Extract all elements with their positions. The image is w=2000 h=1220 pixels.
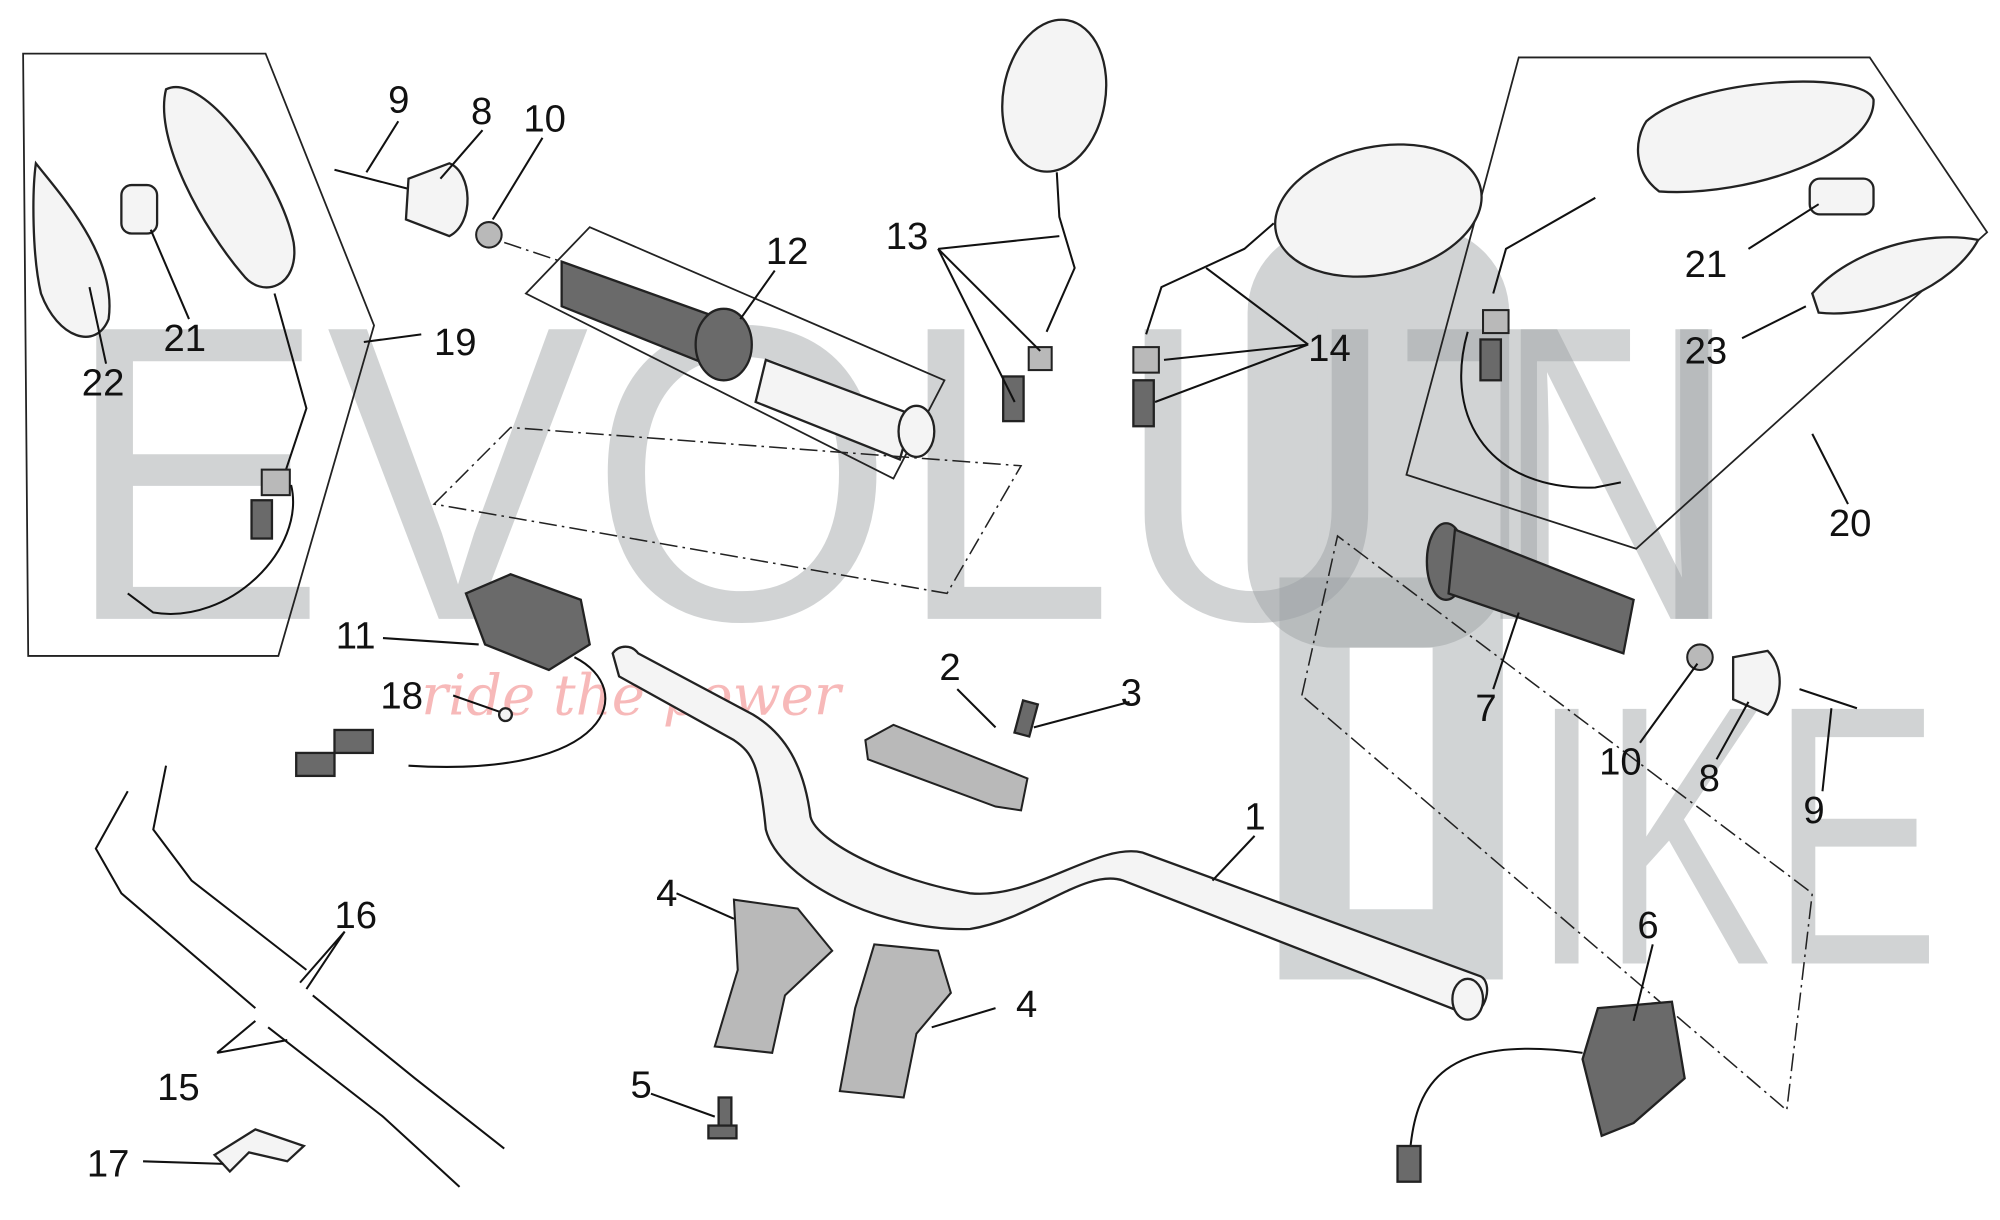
callout-2: 2 — [939, 646, 960, 689]
throttle-grip-kit — [432, 226, 1023, 595]
callout-10: 10 — [523, 97, 566, 140]
callout-3: 3 — [1121, 672, 1142, 715]
callout-8: 8 — [1699, 757, 1720, 800]
callout-14: 14 — [1308, 327, 1351, 370]
callout-23: 23 — [1685, 330, 1728, 373]
left-switch — [295, 573, 607, 778]
callout-1: 1 — [1244, 795, 1265, 838]
callout-8: 8 — [471, 90, 492, 133]
callout-4: 4 — [656, 872, 677, 915]
callout-15: 15 — [157, 1066, 200, 1109]
callout-13: 13 — [886, 215, 929, 258]
callout-21: 21 — [1685, 243, 1728, 286]
callout-9: 9 — [388, 78, 409, 121]
callout-22: 22 — [82, 362, 125, 405]
handlebar — [611, 645, 1489, 1021]
svg-text:EVOLUTI: EVOLUTI — [64, 239, 1749, 709]
right-grip — [1300, 522, 1858, 1112]
mirror-14 — [1132, 143, 1483, 428]
callout-7: 7 — [1475, 687, 1496, 730]
callout-11: 11 — [336, 614, 376, 657]
callout-10: 10 — [1599, 741, 1642, 784]
upper-clamp — [864, 699, 1040, 812]
callout-19: 19 — [434, 321, 477, 364]
callout-16: 16 — [334, 894, 377, 937]
left-bar-end — [334, 162, 562, 263]
throttle-cables — [94, 765, 505, 1188]
callout-17: 17 — [87, 1143, 130, 1186]
callout-21: 21 — [163, 317, 206, 360]
callout-18: 18 — [380, 674, 423, 717]
callout-12: 12 — [766, 230, 809, 273]
callouts: 9 8 10 12 13 14 21 22 19 21 23 20 11 18 … — [82, 78, 1872, 1185]
callout-4: 4 — [1016, 983, 1037, 1026]
risers — [707, 898, 953, 1140]
callout-20: 20 — [1829, 502, 1872, 545]
callout-5: 5 — [631, 1063, 652, 1106]
right-mirror-kit — [1405, 56, 1989, 550]
leader-lines — [88, 120, 1849, 1165]
callout-6: 6 — [1637, 904, 1658, 947]
right-switch — [1396, 1000, 1686, 1183]
callout-9: 9 — [1803, 789, 1824, 832]
left-mirror-kit — [22, 52, 375, 657]
